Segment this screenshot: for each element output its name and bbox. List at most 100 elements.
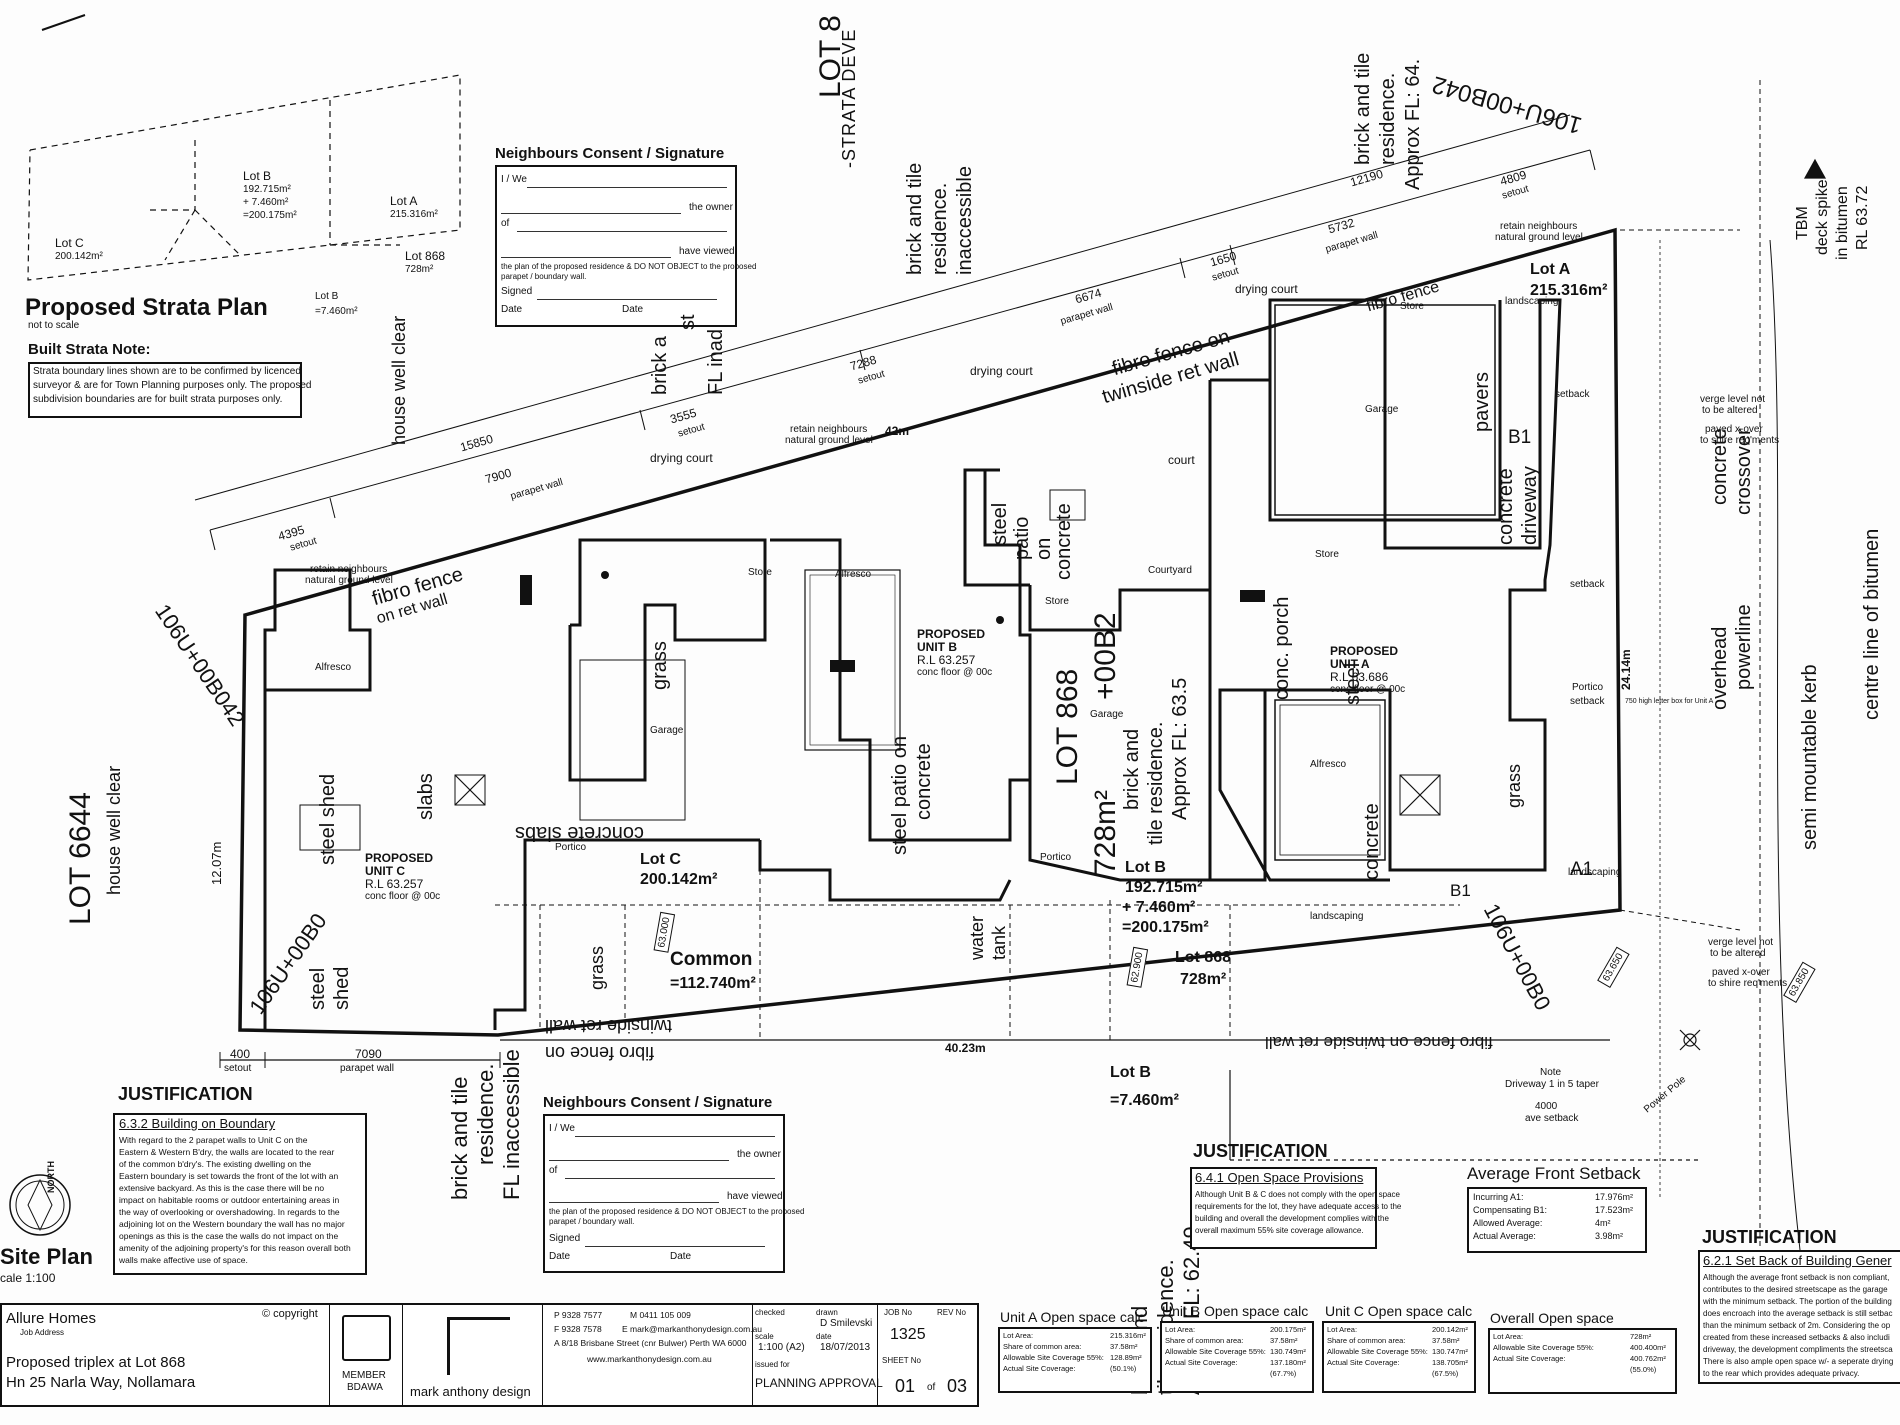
tb-date-label: date (816, 1332, 832, 1341)
paved-xover-top-2: to shire req'ments (1700, 435, 1780, 446)
open-space-label: Lot Area: (1165, 1325, 1196, 1334)
tb-email: E mark@markanthonydesign.com.au (622, 1324, 762, 1334)
open-space-overall-title: Overall Open space (1490, 1310, 1614, 1326)
lot-boundary (238, 227, 1622, 1037)
unit-b-line-4: conc floor @ 00c (917, 667, 993, 678)
setback-2: setback (1570, 579, 1605, 590)
st-label: st (677, 314, 699, 330)
built-strata-line-1: Strata boundary lines shown are to be co… (33, 366, 301, 377)
bottom-brick-tile-1a: brick and tile (447, 1076, 472, 1200)
open-space-value: 128.89m² (1110, 1353, 1142, 1362)
verge-note-top-2: to be altered (1702, 405, 1758, 416)
grass-2: grass (587, 945, 607, 990)
concrete-driveway-1: concrete (1495, 468, 1517, 545)
justification-mid-heading: JUSTIFICATION (1193, 1141, 1328, 1161)
twinside-ret-wall-bottom: twinside ret wall (545, 1015, 673, 1036)
open-space-value: 137.180m² (1270, 1358, 1306, 1367)
tb-rev-label: REV No (937, 1308, 966, 1317)
parapet-wall-4: parapet wall (340, 1063, 394, 1074)
tb-date-value: 18/07/2013 (820, 1342, 871, 1353)
justification-mid-line: requirements for the lot, they have adeq… (1195, 1202, 1402, 1211)
steel-patio-b-3: on (1033, 537, 1055, 560)
justification-right-box: 6.2.1 Set Back of Building Gener Althoug… (1698, 1250, 1900, 1384)
mad-logo-icon (447, 1317, 510, 1375)
grass-3: grass (1504, 763, 1524, 808)
justification-left-line: walls make affective use of space. (119, 1255, 248, 1265)
unit-a-line-3: R.L 63.686 (1330, 670, 1389, 684)
justification-mid-box: 6.4.1 Open Space Provisions Although Uni… (1190, 1167, 1401, 1249)
consent-top-of: of (501, 218, 510, 229)
lot-868-vertical-1: LOT 868 (1051, 668, 1084, 785)
a1-label: A1 (1570, 859, 1594, 880)
open-space-a-title: Unit A Open space calc (1000, 1309, 1145, 1325)
lot-a-area: 215.316m² (1530, 282, 1608, 299)
open-space-overall-box: Lot Area: 728m² Allowable Site Coverage … (1488, 1328, 1677, 1394)
open-space-value: 400.762m² (1630, 1354, 1666, 1363)
consent-bottom-date-2: Date (670, 1251, 692, 1262)
lot-c-label: Lot C (640, 851, 681, 868)
strata-lot-b-small: Lot B (315, 291, 339, 302)
strata-lot-a: Lot A (390, 194, 418, 208)
court-label: court (1168, 453, 1195, 467)
open-space-c-title: Unit C Open space calc (1325, 1303, 1473, 1319)
brick-tile-mid-1: brick and (1121, 728, 1143, 810)
tb-issued-value: PLANNING APPROVAL (755, 1376, 883, 1390)
concrete-slabs-label: concrete slabs (515, 822, 644, 844)
lot-b-bottom-area: =7.460m² (1110, 1092, 1179, 1109)
strata-title: Proposed Strata Plan (25, 294, 268, 321)
open-space-value: 215.316m² (1110, 1331, 1146, 1340)
avg-setback-value: 4m² (1595, 1218, 1611, 1228)
open-space-label: Actual Site Coverage: (1165, 1358, 1238, 1367)
justification-right-line: with the minimum setback. The portion of… (1703, 1297, 1892, 1306)
fibro-fence-twinside-bottom-right: fibro fence on twinside ret wall (1265, 1032, 1493, 1052)
open-space-label: Allowable Site Coverage 55%: (1165, 1347, 1266, 1356)
open-space-label: Share of common area: (1165, 1336, 1244, 1345)
avg-setback-label: Allowed Average: (1473, 1218, 1543, 1228)
justification-right-sub: 6.2.1 Set Back of Building Gener (1703, 1253, 1892, 1268)
bottom-brick-tile-1b: residence. (473, 1063, 498, 1165)
dim-12-07m: 12.07m (209, 841, 224, 885)
tb-checked-label: checked (755, 1308, 785, 1317)
consent-bottom-text-2: parapet / boundary wall. (549, 1217, 635, 1226)
dim-40-23m: 40.23m (945, 1041, 986, 1055)
justification-right-line: to the rear which provides adequate priv… (1703, 1369, 1860, 1378)
dim-7090: 7090 (355, 1047, 382, 1061)
avg-setback-box: Incurring A1: 17.976m² Compensating B1: … (1467, 1187, 1647, 1253)
conc-porch: conc. porch (1271, 596, 1293, 700)
garage-a: Garage (1365, 404, 1399, 415)
justification-left-line: amenity of the adjoining property's for … (119, 1243, 351, 1253)
title-block: Allure Homes Job Address Proposed triple… (0, 1303, 979, 1407)
portico-a: Portico (1572, 682, 1604, 693)
letterbox-note: 750 high letter box for Unit A (1625, 698, 1714, 705)
portico-b: Portico (1040, 852, 1072, 863)
steel-patio-b-4: concrete (1053, 503, 1075, 580)
unit-c-label: PROPOSED UNIT C R.L 63.257 conc floor @ … (365, 852, 475, 907)
unit-a-line-2: UNIT A (1330, 657, 1370, 671)
avg-setback-label: Incurring A1: (1473, 1192, 1524, 1202)
lot-b-area-3: =200.175m² (1122, 919, 1209, 936)
tb-client: Allure Homes (6, 1310, 97, 1327)
tb-mobile: M 0411 105 009 (630, 1310, 691, 1320)
tbm-2: deck spike (1814, 179, 1831, 255)
consent-top-title: Neighbours Consent / Signature (495, 145, 725, 162)
justification-left-heading: JUSTIFICATION (118, 1084, 253, 1104)
open-space-label: Share of common area: (1003, 1342, 1082, 1351)
lot-b-area-1: 192.715m² (1125, 879, 1203, 896)
courtyard: Courtyard (1148, 565, 1192, 576)
landscaping-1: landscaping (1505, 296, 1559, 307)
open-space-a-box: Lot Area: 215.316m² Share of common area… (998, 1327, 1152, 1393)
consent-bottom-viewed: have viewed (727, 1191, 783, 1202)
strata-plan-sketch (27, 74, 461, 281)
unit-a-line-4: conc floor @ 00c (1330, 684, 1406, 695)
lot-b-label: Lot B (1125, 859, 1166, 876)
steel-patio-b-2: patio (1011, 516, 1033, 560)
justification-right-line: than the minimum setback of 2m. Consider… (1703, 1321, 1891, 1330)
avg-setback-title: Average Front Setback (1467, 1164, 1641, 1183)
overhead-powerline-2: powerline (1733, 604, 1755, 690)
open-space-value: 37.58m² (1270, 1336, 1298, 1345)
brick-tile-top-3: inaccessible (954, 166, 976, 275)
driveway-note-2: Driveway 1 in 5 taper (1505, 1079, 1599, 1090)
tb-company: mark anthony design (410, 1384, 531, 1399)
brick-a-label: brick a (649, 336, 671, 395)
